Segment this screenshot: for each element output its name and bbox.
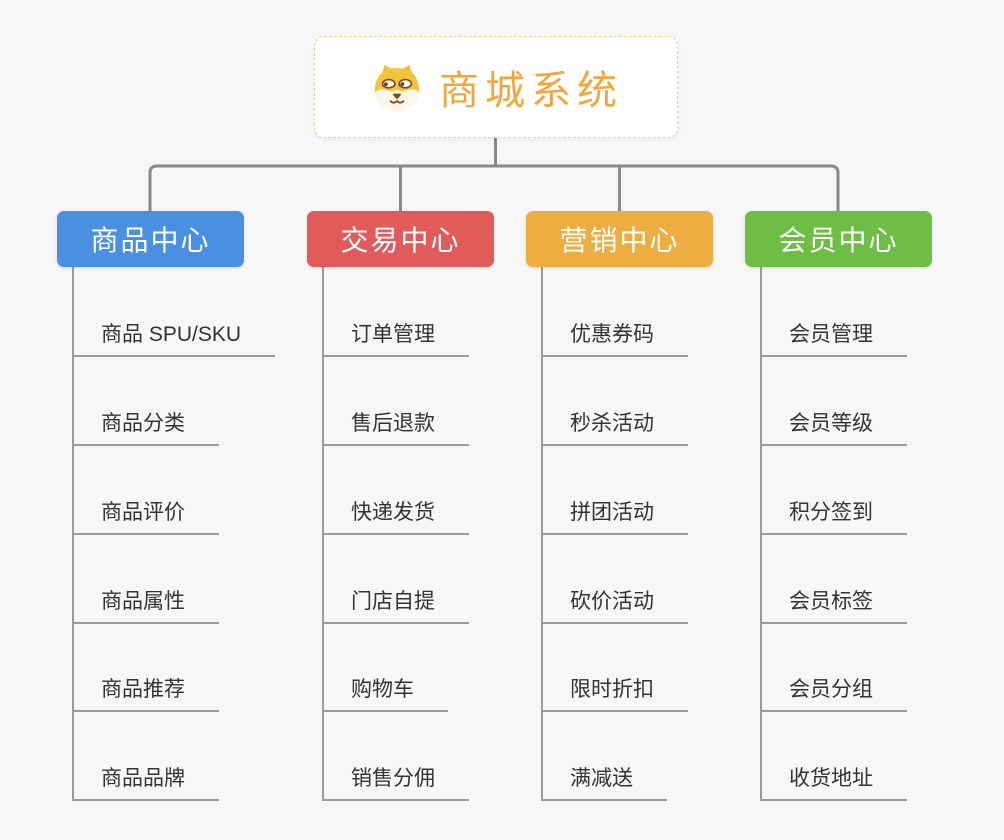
leaf-node[interactable]: 销售分佣 [323,766,469,801]
leaf-node[interactable]: 限时折扣 [542,677,688,712]
root-title: 商城系统 [439,69,623,113]
leaf-node[interactable]: 商品 SPU/SKU [73,322,276,357]
leaf-node[interactable]: 订单管理 [323,322,469,357]
leaf-node[interactable]: 会员分组 [761,677,907,712]
leaf-node[interactable]: 购物车 [323,677,448,712]
leaf-node[interactable]: 会员标签 [761,589,907,624]
branch-node-product-center[interactable]: 商品中心 [57,211,244,267]
leaf-node[interactable]: 会员管理 [761,322,907,357]
leaf-node[interactable]: 商品品牌 [73,766,219,801]
leaf-node[interactable]: 砍价活动 [542,589,688,624]
root-node[interactable]: 商城系统 [314,36,678,138]
leaf-node[interactable]: 会员等级 [761,411,907,446]
leaf-node[interactable]: 商品评价 [73,500,219,535]
leaf-node[interactable]: 收货地址 [761,766,907,801]
leaf-node[interactable]: 优惠券码 [542,322,688,357]
leaf-node[interactable]: 秒杀活动 [542,411,688,446]
leaf-node[interactable]: 满减送 [542,766,667,801]
branch-node-member-center[interactable]: 会员中心 [745,211,932,267]
leaf-node[interactable]: 积分签到 [761,500,907,535]
dog-face-icon [374,64,420,112]
leaf-node[interactable]: 商品分类 [73,411,219,446]
leaf-node[interactable]: 快递发货 [323,500,469,535]
leaf-node[interactable]: 门店自提 [323,589,469,624]
leaf-node[interactable]: 商品推荐 [73,677,219,712]
branch-node-marketing-center[interactable]: 营销中心 [526,211,713,267]
leaf-node[interactable]: 拼团活动 [542,500,688,535]
leaf-node[interactable]: 售后退款 [323,411,469,446]
branch-node-trade-center[interactable]: 交易中心 [307,211,494,267]
leaf-node[interactable]: 商品属性 [73,589,219,624]
